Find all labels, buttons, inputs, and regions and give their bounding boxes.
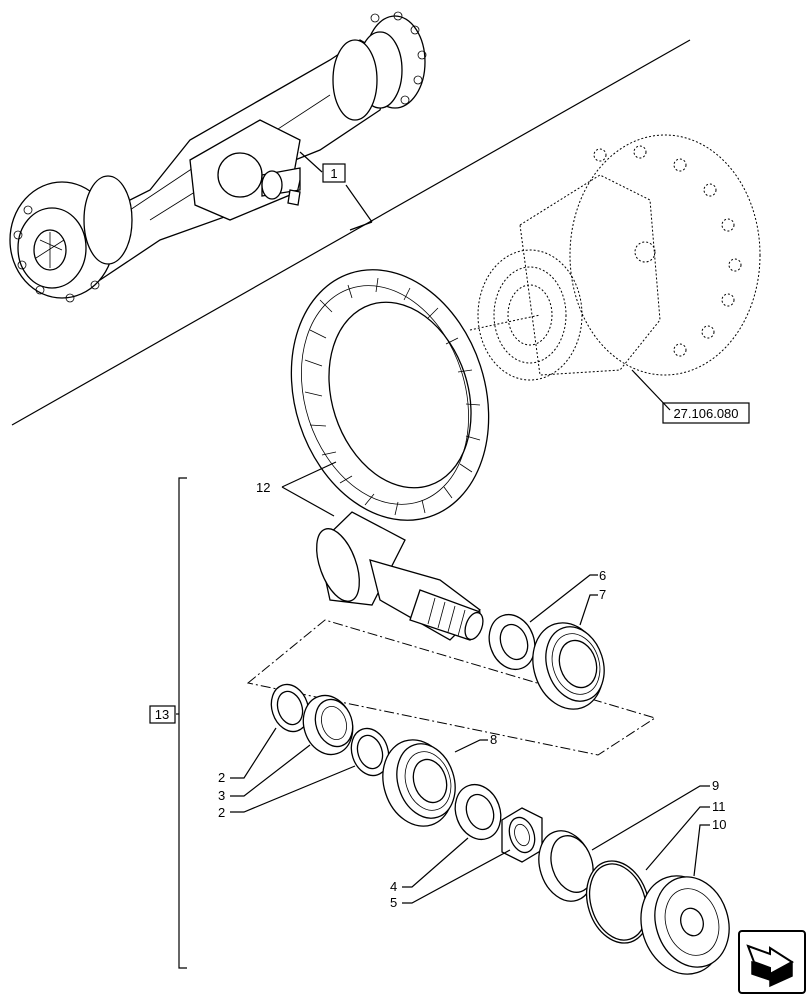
bearing-8-illustration (382, 739, 456, 827)
callout-4: 4 (390, 879, 397, 894)
svg-text:27.106.080: 27.106.080 (673, 406, 738, 421)
callout-assembly-ref: 1 (322, 163, 346, 183)
spacer-3-illustration (302, 694, 354, 756)
flange-10-illustration (640, 875, 730, 975)
nut-5-illustration (501, 807, 543, 863)
callout-7: 7 (599, 587, 606, 602)
subgroup-outline (246, 619, 657, 756)
axle-assembly-illustration (9, 11, 427, 303)
seal-9-illustration (538, 830, 594, 902)
group-bracket (178, 477, 187, 969)
ring-2b-illustration (350, 727, 390, 777)
callout-6: 6 (599, 568, 606, 583)
washer-4-illustration (454, 783, 502, 841)
callout-2a: 2 (218, 770, 225, 785)
callout-9: 9 (712, 778, 719, 793)
callout-3: 3 (218, 788, 225, 803)
callout-leaders (230, 574, 710, 904)
next-page-arrow-icon (746, 944, 794, 988)
washer-6-illustration (488, 613, 536, 671)
differential-housing-illustration (469, 134, 761, 411)
ring-2a-illustration (270, 683, 310, 733)
section-divider-line (11, 39, 691, 426)
callout-2b: 2 (218, 805, 225, 820)
svg-text:1: 1 (330, 166, 337, 181)
callout-11: 11 (712, 799, 726, 814)
callout-12: 12 (256, 480, 270, 495)
oring-11-illustration (586, 860, 650, 944)
callout-group-ref[interactable]: 13 (149, 705, 176, 724)
crown-wheel-illustration (290, 269, 490, 521)
callout-8: 8 (490, 732, 497, 747)
callout-5: 5 (390, 895, 397, 910)
svg-text:13: 13 (155, 707, 169, 722)
bearing-7-illustration (532, 622, 605, 710)
pinion-gear-illustration (316, 511, 484, 641)
callout-labels: 12 6 7 8 2 3 2 9 11 10 4 5 (218, 480, 726, 910)
callout-10: 10 (712, 817, 726, 832)
callout-differential-ref[interactable]: 27.106.080 (662, 402, 750, 424)
next-page-button[interactable] (738, 930, 806, 994)
